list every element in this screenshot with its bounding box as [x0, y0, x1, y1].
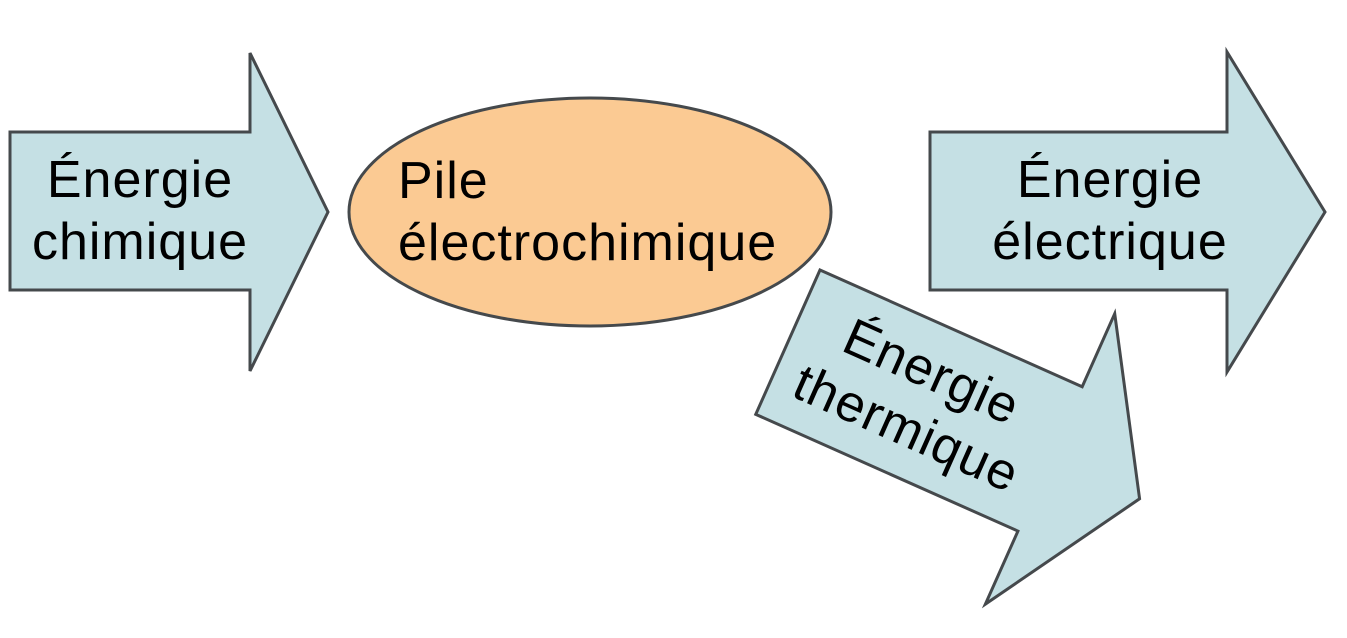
- thermal-energy-arrow-shape: [753, 268, 1142, 609]
- electrical-energy-label: Énergie électrique: [955, 132, 1265, 290]
- electrical-energy-label-line2: électrique: [992, 213, 1228, 271]
- chemical-energy-arrow-shape: [8, 52, 330, 372]
- electrochemical-cell-label-line2: électrochimique: [398, 214, 778, 272]
- chemical-energy-label-line2: chimique: [31, 213, 249, 271]
- electrochemical-cell-label: Pile électrochimique: [398, 98, 832, 326]
- electrochemical-cell-label-line1: Pile: [398, 152, 489, 210]
- chemical-energy-label: Énergie chimique: [10, 132, 270, 290]
- electrical-energy-label-line1: Énergie: [1016, 151, 1204, 209]
- chemical-energy-label-line1: Énergie: [46, 151, 234, 209]
- electrical-energy-arrow-shape: [928, 46, 1327, 378]
- electrochemical-cell-ellipse: [347, 96, 833, 328]
